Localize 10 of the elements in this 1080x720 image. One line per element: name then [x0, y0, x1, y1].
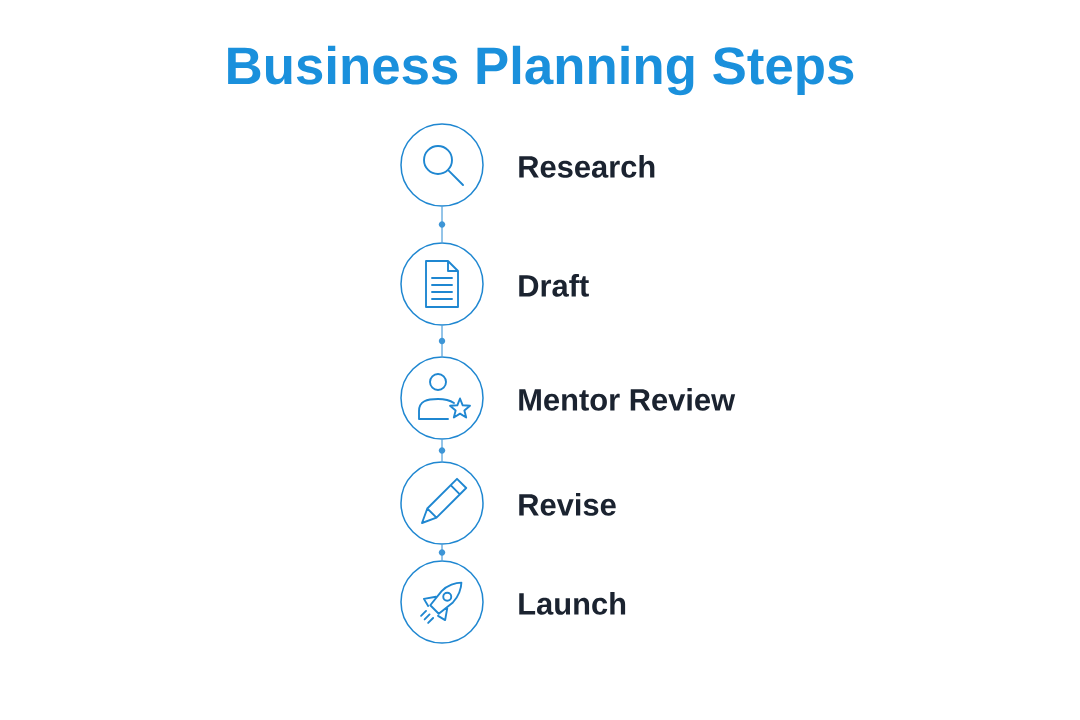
connector-line: [441, 544, 443, 561]
step-label: Research: [519, 155, 655, 178]
step-label: Mentor Review: [519, 388, 736, 411]
step-label: Revise: [519, 493, 616, 516]
connector-line: [441, 439, 443, 462]
connector-line: [441, 206, 443, 243]
connector-line: [441, 325, 443, 357]
step-label: Launch: [519, 592, 626, 615]
step-label: Draft: [519, 274, 589, 297]
title: Business Planning Steps: [228, 45, 854, 96]
